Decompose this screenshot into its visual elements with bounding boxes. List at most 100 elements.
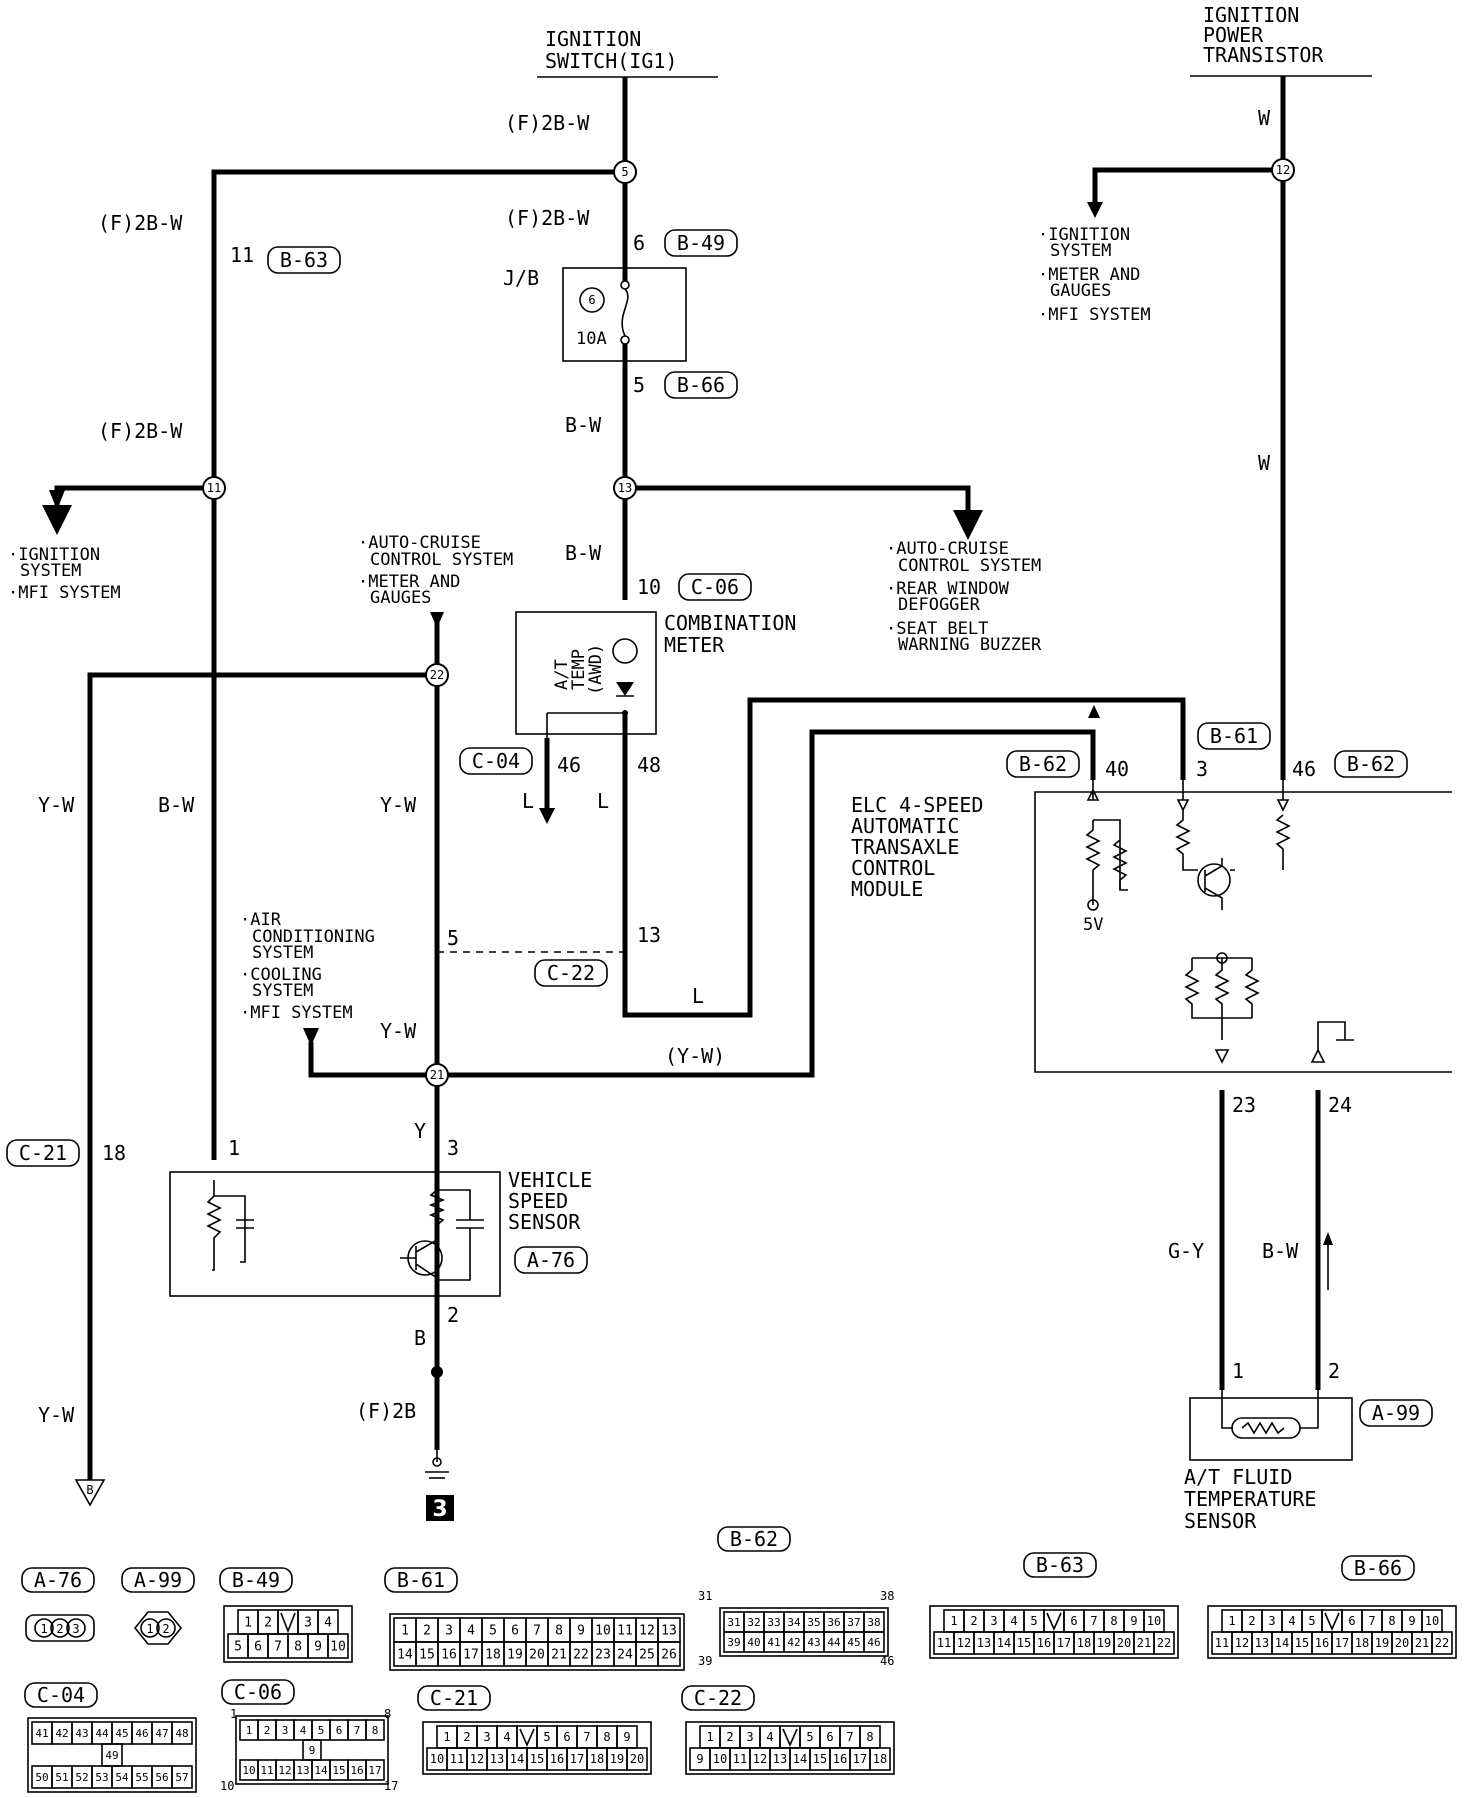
svg-text:(F)2B-W: (F)2B-W	[98, 419, 183, 443]
svg-text:SENSOR: SENSOR	[508, 1210, 581, 1234]
svg-text:21: 21	[430, 1068, 444, 1082]
legend-pin: 12	[639, 1624, 655, 1639]
legend-pin: 3	[445, 1624, 453, 1639]
svg-text:3: 3	[72, 1622, 79, 1636]
legend-pin: 10	[1425, 1614, 1439, 1628]
legend-corner-c06: 1	[230, 1707, 237, 1721]
legend-pin: 20	[630, 1752, 644, 1766]
legend-tag-c06: C-06	[221, 1679, 295, 1705]
svg-text:(Y-W): (Y-W)	[665, 1044, 725, 1068]
svg-text:·IGNITION: ·IGNITION	[1038, 225, 1130, 245]
legend-pin: 57	[175, 1771, 188, 1784]
vehicle-speed-sensor-label: VEHICLE SPEED SENSOR	[508, 1168, 592, 1234]
legend-pin: 51	[55, 1771, 68, 1784]
legend-pin: 3	[304, 1616, 312, 1631]
svg-text:CONTROL SYSTEM: CONTROL SYSTEM	[370, 550, 513, 570]
legend-pin: 6	[254, 1640, 262, 1655]
legend-pin: 56	[155, 1771, 168, 1784]
legend-pin: 14	[397, 1648, 413, 1663]
legend-pin: 9	[1130, 1614, 1137, 1628]
note-ignition-right: ·IGNITION SYSTEM ·METER AND GAUGES ·MFI …	[1038, 225, 1151, 325]
svg-text:40: 40	[1105, 757, 1129, 781]
fluid-sensor-label: A/T FLUID TEMPERATURE SENSOR	[1184, 1465, 1316, 1533]
svg-text:A-76: A-76	[527, 1248, 575, 1272]
legend-pin: 7	[1090, 1614, 1097, 1628]
svg-text:·MFI SYSTEM: ·MFI SYSTEM	[8, 583, 121, 603]
junction-22: 22	[425, 663, 449, 687]
legend-pin: 18	[1077, 1636, 1091, 1650]
svg-text:C-06: C-06	[691, 575, 739, 599]
svg-text:B-W: B-W	[1262, 1239, 1299, 1263]
svg-text:B-W: B-W	[565, 413, 602, 437]
legend-pin: 14	[997, 1636, 1011, 1650]
legend-pin: 19	[1375, 1636, 1389, 1650]
svg-text:·REAR WINDOW: ·REAR WINDOW	[886, 579, 1010, 599]
svg-text:J/B: J/B	[503, 266, 539, 290]
legend-pin: 34	[787, 1616, 801, 1629]
legend-pin: 21	[1137, 1636, 1151, 1650]
legend-pin: 10	[330, 1640, 346, 1655]
svg-text:VEHICLE: VEHICLE	[508, 1168, 592, 1192]
legend-pin: 13	[490, 1752, 504, 1766]
legend-tag-c04: C-04	[24, 1682, 98, 1708]
legend-pin: 49	[105, 1749, 118, 1762]
svg-text:B: B	[86, 1483, 93, 1497]
legend-pin: 52	[75, 1771, 88, 1784]
arrow-heads	[49, 202, 1333, 1290]
legend-pin: 46	[135, 1727, 148, 1740]
svg-text:46: 46	[1292, 757, 1316, 781]
svg-text:(F)2B-W: (F)2B-W	[98, 211, 183, 235]
svg-text:1: 1	[1232, 1359, 1244, 1383]
legend-tag-a99: A-99	[121, 1567, 195, 1593]
legend-tag-b61: B-61	[384, 1567, 458, 1593]
legend-pin: 16	[550, 1752, 564, 1766]
svg-text:METER: METER	[664, 633, 725, 657]
legend-pin: 18	[485, 1648, 501, 1663]
svg-text:46: 46	[557, 753, 581, 777]
legend-pin: 2	[463, 1730, 470, 1744]
svg-text:B-62: B-62	[1347, 752, 1395, 776]
svg-text:SENSOR: SENSOR	[1184, 1509, 1257, 1533]
combination-meter-label: COMBINATION METER	[664, 611, 796, 657]
legend-pin: 24	[617, 1648, 633, 1663]
legend-pin: 16	[833, 1752, 847, 1766]
legend-pin: 15	[813, 1752, 827, 1766]
legend-pin: 3	[1268, 1614, 1275, 1628]
svg-text:W: W	[1258, 106, 1271, 130]
legend-pin: 2	[970, 1614, 977, 1628]
svg-text:L: L	[522, 789, 534, 813]
elc-module-label: ELC 4-SPEED AUTOMATIC TRANSAXLE CONTROL …	[851, 793, 983, 901]
legend-corner-b62: 39	[698, 1654, 712, 1668]
svg-text:IGNITION: IGNITION	[545, 27, 641, 51]
legend-pin: 10	[595, 1624, 611, 1639]
legend-pin: 5	[543, 1730, 550, 1744]
svg-text:11: 11	[207, 481, 221, 495]
junction-block: J/B 6 10A	[503, 265, 687, 362]
svg-text:2: 2	[447, 1303, 459, 1327]
svg-text:B-62: B-62	[1019, 752, 1067, 776]
svg-text:1: 1	[146, 1622, 153, 1636]
svg-text:2: 2	[1328, 1359, 1340, 1383]
svg-text:ELC 4-SPEED: ELC 4-SPEED	[851, 793, 983, 817]
legend-pin: 39	[727, 1636, 740, 1649]
svg-text:·MFI SYSTEM: ·MFI SYSTEM	[1038, 305, 1151, 325]
svg-text:TRANSAXLE: TRANSAXLE	[851, 835, 959, 859]
legend-pin: 33	[767, 1616, 780, 1629]
legend-pin: 15	[419, 1648, 435, 1663]
svg-text:TEMP: TEMP	[569, 649, 589, 690]
legend-pin: 7	[533, 1624, 541, 1639]
legend-pin: 7	[274, 1640, 282, 1655]
legend-pin: 20	[1395, 1636, 1409, 1650]
fluid-sensor-box	[1189, 1390, 1353, 1461]
legend-pin: 9	[623, 1730, 630, 1744]
legend-pin: 21	[1415, 1636, 1429, 1650]
legend-pin: 15	[332, 1764, 345, 1777]
svg-text:24: 24	[1328, 1093, 1352, 1117]
svg-text:B-49: B-49	[677, 231, 725, 255]
legend-pin: 10	[713, 1752, 727, 1766]
